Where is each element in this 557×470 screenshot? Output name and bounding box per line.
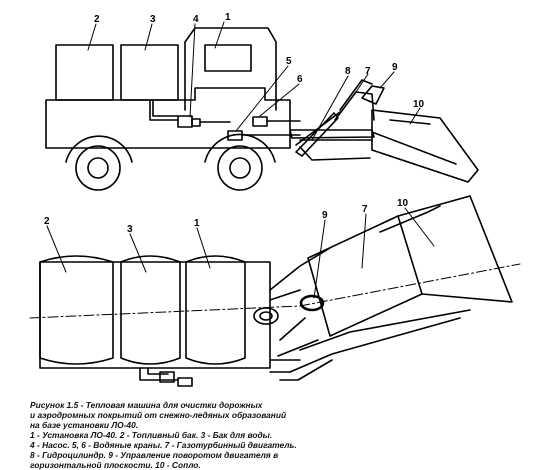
caption-line-1: Рисунок 1.5 - Тепловая машина для очистк…	[30, 400, 263, 410]
valve-ring	[253, 307, 279, 325]
legend-line-1: 1 - Установка ЛО-40. 2 - Топливный бак. …	[30, 430, 273, 440]
valve-6	[252, 116, 268, 127]
label-side-3: 3	[150, 14, 156, 25]
frame	[39, 261, 271, 369]
caption-line-2: и аэродромных покрытий от снежно-ледяных…	[30, 410, 287, 420]
label-top-7: 7	[362, 204, 368, 215]
legend-line-3: 8 - Гидроцилиндр. 9 - Управление поворот…	[30, 450, 279, 460]
fuel-tank	[55, 44, 114, 101]
water-tank-top	[120, 255, 181, 365]
label-side-2: 2	[94, 14, 100, 25]
label-side-1: 1	[225, 12, 231, 23]
label-top-1: 1	[194, 218, 200, 229]
label-top-2: 2	[44, 216, 50, 227]
top-view	[39, 195, 513, 387]
unit-1-lo40	[184, 27, 277, 111]
label-side-9: 9	[392, 62, 398, 73]
machine-diagram: 1 2 3 4 5 6 7 8 9 10 1 2 3 7 9 10	[29, 12, 521, 387]
legend-line-4: горизонтальной плоскости. 10 - Сопло.	[30, 460, 201, 470]
pipe-tank-pump	[149, 99, 179, 121]
water-tank	[120, 44, 179, 101]
legend-line-2: 4 - Насос. 5, 6 - Водяные краны. 7 - Газ…	[30, 440, 297, 450]
nozzle	[371, 109, 479, 183]
side-view	[45, 27, 479, 191]
fuel-tank-top	[39, 255, 114, 365]
figure-caption: Рисунок 1.5 - Тепловая машина для очистк…	[30, 400, 550, 470]
front-wheel	[65, 135, 133, 163]
unit-1-window	[204, 44, 252, 72]
label-side-10: 10	[413, 99, 425, 110]
label-top-9: 9	[322, 210, 328, 221]
turn-control-ring	[299, 294, 325, 312]
truck-body	[45, 87, 291, 149]
label-side-5: 5	[286, 56, 292, 67]
label-side-8: 8	[345, 66, 351, 77]
unit-1-top	[185, 255, 246, 365]
label-top-3: 3	[127, 224, 133, 235]
center-line	[29, 263, 521, 319]
label-side-7: 7	[365, 66, 371, 77]
turn-control	[361, 85, 385, 105]
caption-line-3: на базе установки ЛО-40.	[30, 420, 139, 430]
rear-wheel	[204, 133, 276, 163]
nozzle-top	[379, 195, 513, 303]
label-side-4: 4	[193, 14, 199, 25]
label-side-6: 6	[297, 74, 303, 85]
pump	[177, 115, 193, 128]
label-top-10: 10	[397, 198, 409, 209]
gas-turbine-engine	[334, 79, 375, 121]
